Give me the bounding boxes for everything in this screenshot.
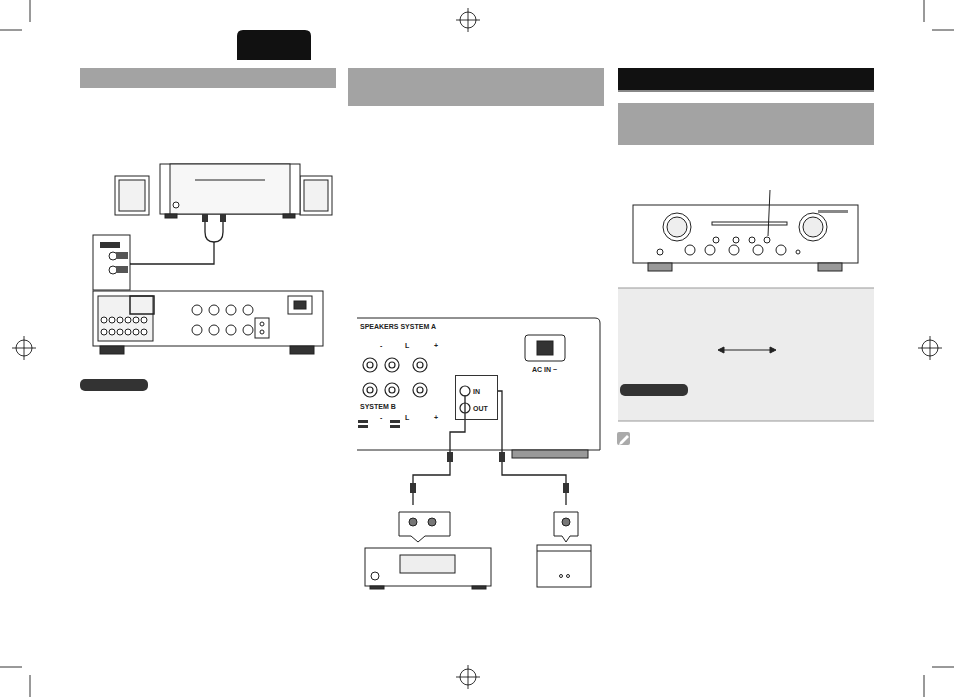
panel-label: AC IN ~ [532,366,557,374]
jack-label: OUT [473,405,488,413]
jack-panel: IN OUT [455,375,498,420]
panel-label: - [380,414,382,422]
jack-label: IN [473,388,480,396]
panel-label: L [405,342,409,350]
panel-label: L [405,414,409,422]
panel-label: + [434,414,438,422]
panel-label: + [434,342,438,350]
panel-label: SYSTEM B [360,403,396,411]
panel-label: - [380,342,382,350]
panel-label: SPEAKERS SYSTEM A [360,323,436,331]
